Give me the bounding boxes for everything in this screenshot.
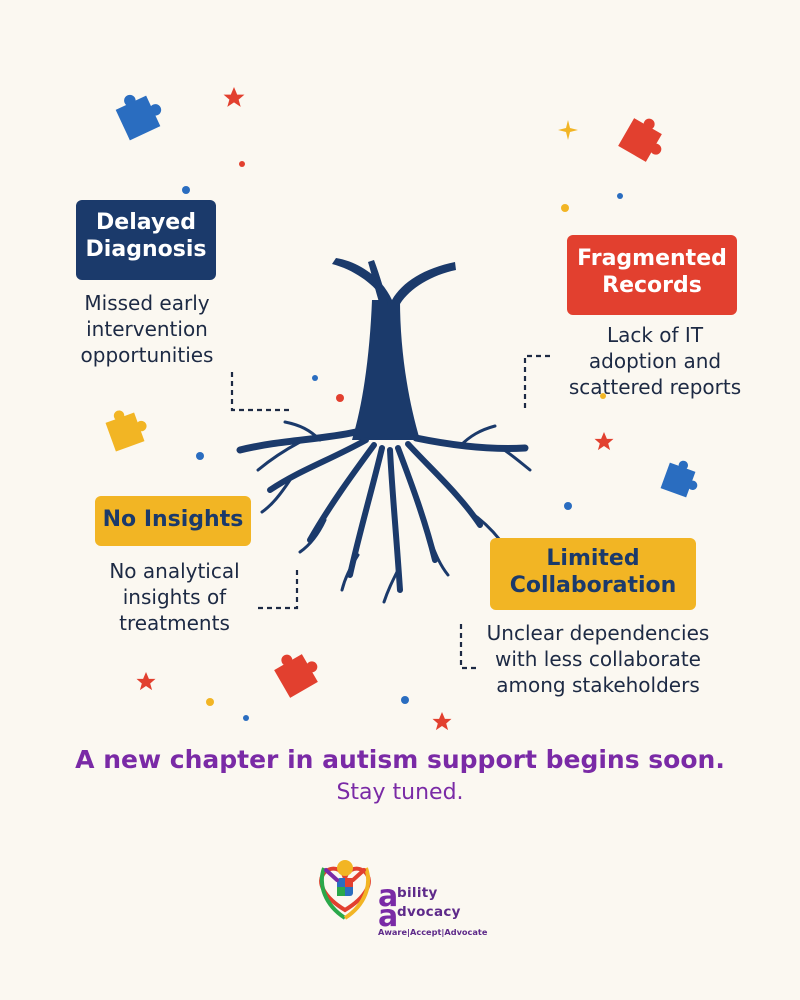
no-insights-tag: No Insights <box>95 496 251 546</box>
tree-icon <box>236 258 532 604</box>
tag-title-line: Limited <box>546 546 640 571</box>
logo-word-1: bility <box>397 885 438 901</box>
decor-dots <box>182 161 623 721</box>
desc-line: insights of <box>122 585 227 609</box>
tag-title-line: No Insights <box>102 507 244 532</box>
desc-line: Unclear dependencies <box>486 621 710 645</box>
logo-tagline: Aware|Accept|Advocate <box>378 927 488 937</box>
desc-line: Missed early <box>84 291 210 315</box>
tag-title-line: Collaboration <box>509 572 677 598</box>
desc-line: intervention <box>86 317 208 341</box>
desc-line: No analytical <box>109 559 240 583</box>
sparkle-icon <box>558 120 578 140</box>
fragmented-records-tag: Fragmented Records <box>567 235 737 315</box>
subline: Stay tuned. <box>336 780 464 805</box>
tag-title-line: Records <box>602 272 702 298</box>
delayed-diagnosis-desc: Missed early intervention opportunities <box>62 290 232 368</box>
desc-line: adoption and <box>588 349 722 373</box>
tag-title-line: Fragmented <box>577 246 727 271</box>
connector-lines <box>230 354 550 670</box>
desc-line: treatments <box>119 611 230 635</box>
desc-line: Lack of IT <box>606 323 704 347</box>
desc-line: opportunities <box>80 343 214 367</box>
fragmented-records-desc: Lack of IT adoption and scattered report… <box>555 322 755 400</box>
logo-letter-1: a <box>378 879 399 914</box>
logo-letter-2: a <box>378 899 399 934</box>
logo-word-2: dvocacy <box>397 904 461 920</box>
delayed-diagnosis-tag: Delayed Diagnosis <box>76 200 216 280</box>
limited-collaboration-tag: Limited Collaboration <box>490 538 696 610</box>
headline: A new chapter in autism support begins s… <box>75 745 725 774</box>
puzzle-person-heart-icon <box>319 860 371 920</box>
tag-title-line: Delayed <box>96 210 196 235</box>
desc-line: among stakeholders <box>496 673 700 697</box>
desc-line: with less collaborate <box>494 647 701 671</box>
no-insights-desc: No analytical insights of treatments <box>92 558 257 636</box>
limited-collaboration-desc: Unclear dependencies with less collabora… <box>468 620 728 698</box>
desc-line: scattered reports <box>568 375 742 399</box>
tag-title-line: Diagnosis <box>85 236 207 262</box>
